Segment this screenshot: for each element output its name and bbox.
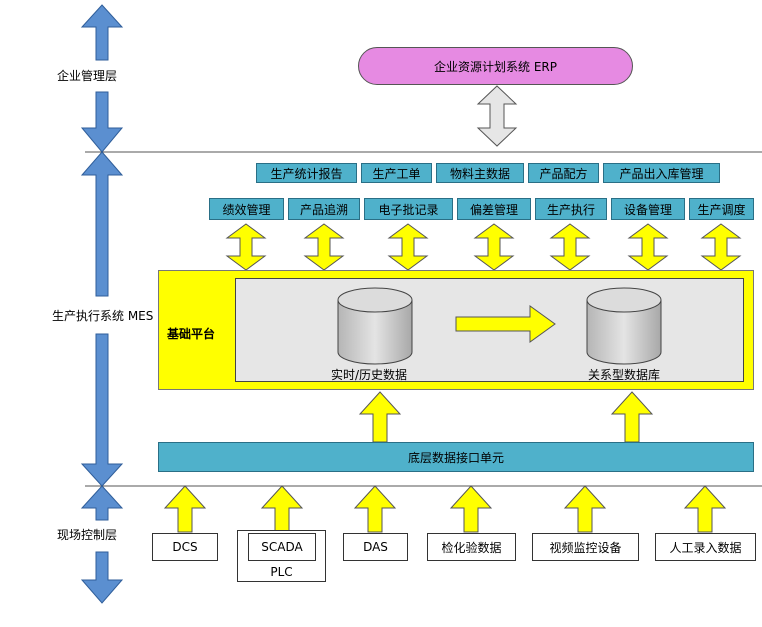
module-deviation-management[interactable]: 偏差管理: [457, 198, 531, 220]
module-double-arrow-icon-2: [303, 223, 345, 271]
source-up-arrow-icon-4: [449, 485, 493, 533]
layer-label-field: 现场控制层: [57, 528, 118, 542]
blue-arrow-down-icon: [80, 91, 124, 153]
source-dcs[interactable]: DCS: [152, 533, 218, 561]
source-lab-data[interactable]: 检化验数据: [427, 533, 516, 561]
module-double-arrow-icon-5: [549, 223, 591, 271]
source-up-arrow-icon-1: [163, 485, 207, 533]
module-inventory-management[interactable]: 产品出入库管理: [603, 163, 720, 183]
source-manual-entry[interactable]: 人工录入数据: [655, 533, 756, 561]
module-product-traceability[interactable]: 产品追溯: [288, 198, 360, 220]
module-double-arrow-icon-3: [387, 223, 429, 271]
interface-unit[interactable]: 底层数据接口单元: [158, 442, 754, 472]
source-das[interactable]: DAS: [343, 533, 408, 561]
data-platform-inner: [235, 278, 744, 382]
module-double-arrow-icon-4: [473, 223, 515, 271]
module-performance-management[interactable]: 绩效管理: [209, 198, 284, 220]
module-material-master-data[interactable]: 物料主数据: [436, 163, 524, 183]
module-product-recipe[interactable]: 产品配方: [528, 163, 599, 183]
base-platform-label: 基础平台: [167, 327, 216, 341]
module-double-arrow-icon-7: [700, 223, 742, 271]
source-up-arrow-icon-2: [260, 485, 304, 533]
realtime-db-label: 实时/历史数据: [331, 368, 408, 382]
module-production-stats-report[interactable]: 生产统计报告: [256, 163, 357, 183]
module-electronic-batch-record[interactable]: 电子批记录: [364, 198, 453, 220]
module-double-arrow-icon-6: [627, 223, 669, 271]
up-arrow-realtime-icon: [358, 391, 402, 443]
module-equipment-management[interactable]: 设备管理: [611, 198, 685, 220]
layer-label-mes: 生产执行系统 MES: [52, 307, 154, 324]
layer-label-enterprise: 企业管理层: [57, 69, 118, 83]
plc-label: PLC: [270, 565, 293, 579]
blue-arrow-down-icon-2: [80, 333, 124, 487]
source-scada[interactable]: SCADA: [248, 533, 316, 561]
source-video-monitoring[interactable]: 视频监控设备: [532, 533, 639, 561]
module-double-arrow-icon-1: [225, 223, 267, 271]
erp-node[interactable]: 企业资源计划系统 ERP: [358, 47, 633, 85]
module-work-order[interactable]: 生产工单: [361, 163, 432, 183]
module-production-execution[interactable]: 生产执行: [535, 198, 607, 220]
source-up-arrow-icon-3: [353, 485, 397, 533]
erp-double-arrow-icon: [476, 85, 518, 147]
erp-label: 企业资源计划系统 ERP: [434, 59, 557, 74]
blue-arrow-up-icon-2: [80, 151, 124, 297]
blue-arrow-up-icon: [80, 4, 124, 61]
relational-db-label: 关系型数据库: [588, 368, 661, 382]
blue-arrow-up-icon-3: [80, 485, 124, 521]
up-arrow-relational-icon: [610, 391, 654, 443]
source-up-arrow-icon-6: [683, 485, 727, 533]
source-up-arrow-icon-5: [563, 485, 607, 533]
blue-arrow-down-icon-3: [80, 551, 124, 604]
interface-unit-label: 底层数据接口单元: [407, 450, 504, 465]
module-production-scheduling[interactable]: 生产调度: [689, 198, 754, 220]
